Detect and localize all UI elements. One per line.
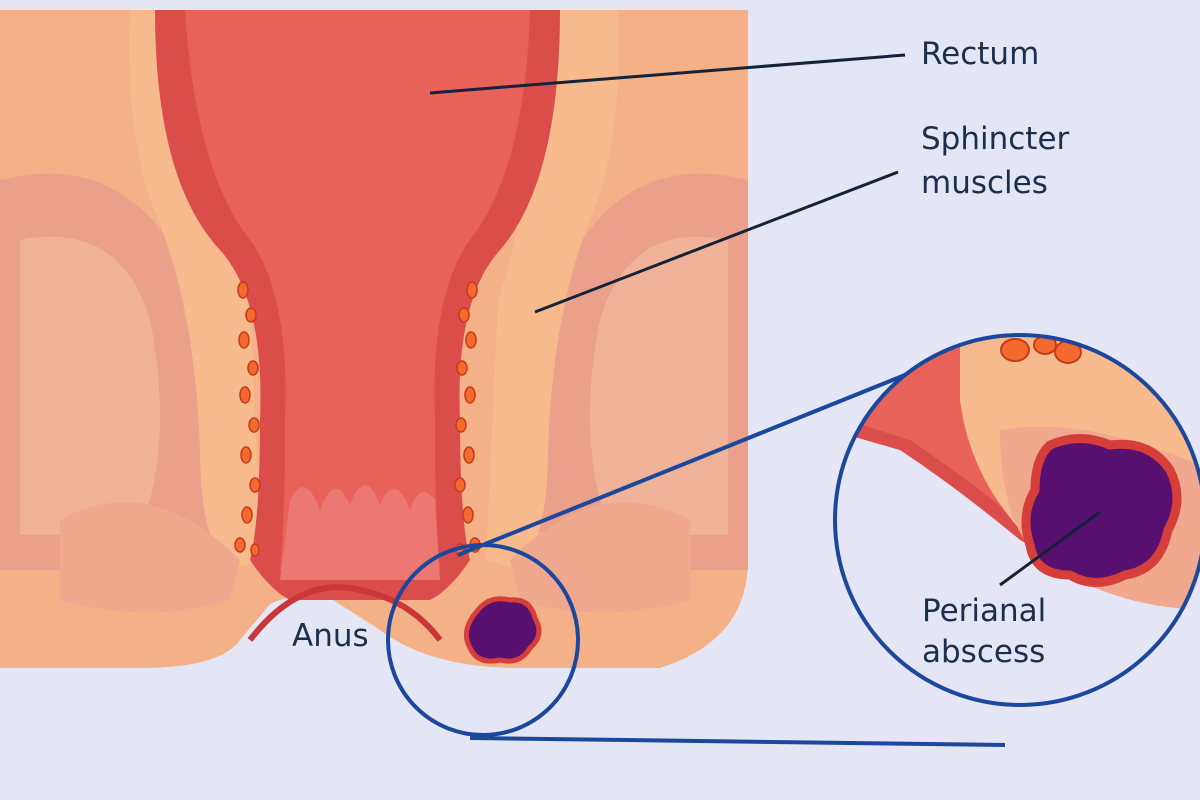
abscess-leader <box>999 510 1101 587</box>
abscess-label-line2: abscess <box>922 634 1046 670</box>
anal-opening <box>247 584 443 642</box>
leader-lines <box>429 53 1101 587</box>
magnifier-connector <box>457 373 1006 747</box>
anal-glands <box>234 281 481 557</box>
zoom-view <box>835 335 1200 705</box>
rectum-label: Rectum <box>921 36 1040 72</box>
sphincter-label-line1: Sphincter <box>921 121 1070 157</box>
abscess-label-line1: Perianal <box>922 593 1047 629</box>
rectum-leader <box>429 53 906 95</box>
rectum-canal <box>155 10 560 600</box>
large-magnifier-ring <box>833 333 1200 707</box>
sphincter-leader <box>534 170 899 314</box>
small-abscess <box>463 596 542 664</box>
large-abscess <box>1021 434 1182 587</box>
small-magnifier-ring <box>386 543 580 737</box>
sphincter-label-line2: muscles <box>921 165 1048 201</box>
anus-label: Anus <box>292 618 369 654</box>
